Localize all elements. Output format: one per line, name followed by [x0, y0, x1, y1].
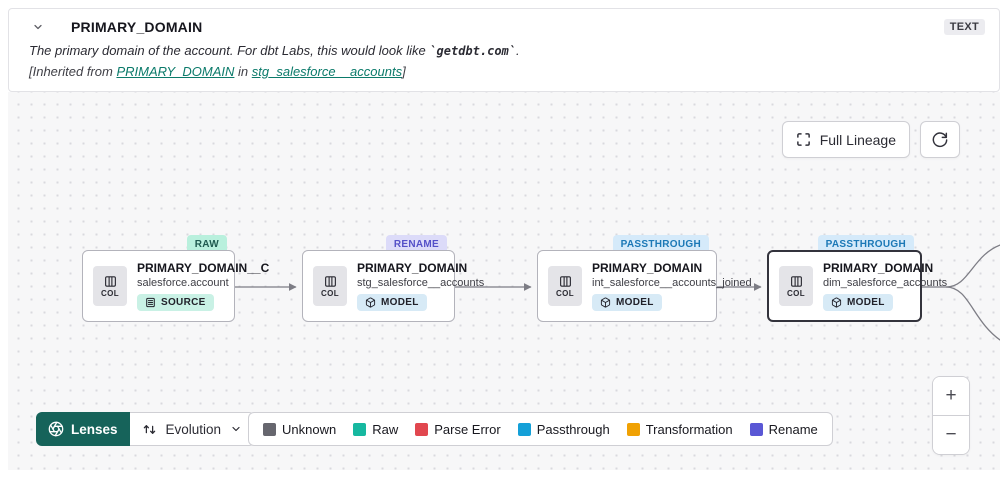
- description-suffix: .: [516, 43, 520, 58]
- column-title: PRIMARY_DOMAIN: [71, 19, 203, 35]
- legend-label: Unknown: [282, 421, 337, 437]
- legend-swatch: [749, 422, 763, 436]
- columns-icon: [104, 275, 117, 288]
- lineage-node: RENAME COL PRIMARY_DOMAIN stg_salesforce…: [302, 235, 485, 322]
- legend-item: Passthrough: [517, 421, 610, 437]
- lineage-canvas[interactable]: Full Lineage RAW COL: [8, 92, 1000, 470]
- fullscreen-icon: [796, 132, 811, 147]
- legend-label: Passthrough: [536, 421, 610, 437]
- lineage-node: PASSTHROUGH COL PRIMARY_DOMAIN dim_sales…: [767, 235, 948, 322]
- node-subtitle: stg_salesforce__accounts: [357, 277, 485, 289]
- node-card[interactable]: COL PRIMARY_DOMAIN stg_salesforce__accou…: [302, 250, 485, 322]
- legend-item: Rename: [749, 421, 818, 437]
- resource-label: SOURCE: [161, 297, 206, 308]
- lenses-label: Lenses: [71, 421, 118, 437]
- legend-label: Raw: [372, 421, 399, 437]
- legend-label: Transformation: [645, 421, 733, 437]
- node-resource-badge: MODEL: [592, 294, 662, 311]
- zoom-divider: [933, 415, 969, 416]
- model-cube-icon: [600, 297, 611, 308]
- chevron-down-icon: [230, 423, 242, 435]
- col-label: COL: [555, 288, 575, 298]
- legend-item: Raw: [353, 422, 398, 437]
- node-main: PRIMARY_DOMAIN stg_salesforce__accounts …: [357, 261, 485, 311]
- full-lineage-button[interactable]: Full Lineage: [781, 121, 910, 158]
- node-main: PRIMARY_DOMAIN__C salesforce.account SOU…: [137, 261, 270, 311]
- col-label: COL: [100, 288, 120, 298]
- zoom-out-button[interactable]: −: [933, 416, 969, 454]
- node-main: PRIMARY_DOMAIN dim_salesforce_accounts M…: [823, 261, 948, 311]
- edge-dim-fork-down: [945, 286, 1000, 341]
- aperture-icon: [48, 421, 64, 437]
- legend-swatch: [263, 422, 276, 436]
- zoom-control: + −: [932, 376, 970, 455]
- col-label: COL: [320, 288, 340, 298]
- column-header-row: PRIMARY_DOMAIN TEXT: [23, 18, 985, 36]
- node-card[interactable]: COL PRIMARY_DOMAIN int_salesforce__accou…: [537, 250, 752, 322]
- node-resource-badge: SOURCE: [137, 294, 214, 311]
- inherited-prefix: [Inherited from: [29, 64, 117, 79]
- lineage-node: PASSTHROUGH COL PRIMARY_DOMAIN int_sales…: [537, 235, 752, 322]
- swap-vertical-icon: [142, 422, 157, 437]
- column-type-box: COL: [548, 266, 582, 306]
- legend-item: Unknown: [263, 422, 336, 437]
- node-card[interactable]: COL PRIMARY_DOMAIN__C salesforce.account…: [82, 250, 270, 322]
- legend-swatch: [626, 422, 640, 436]
- refresh-button[interactable]: [920, 121, 960, 158]
- resource-label: MODEL: [616, 297, 654, 308]
- inherited-from-line: [Inherited from PRIMARY_DOMAIN in stg_sa…: [29, 64, 985, 79]
- model-cube-icon: [831, 297, 842, 308]
- legend-item: Transformation: [626, 421, 733, 437]
- col-label: COL: [786, 288, 806, 298]
- node-title: PRIMARY_DOMAIN: [592, 261, 703, 275]
- inherited-mid: in: [234, 64, 252, 79]
- evolution-legend: Unknown Raw Parse Error Passthrough Tran…: [248, 412, 833, 446]
- node-title: PRIMARY_DOMAIN: [357, 261, 468, 275]
- legend-label: Rename: [768, 421, 818, 437]
- column-details-panel: PRIMARY_DOMAIN TEXT The primary domain o…: [8, 8, 1000, 92]
- database-icon: [145, 297, 156, 308]
- description-code: `getdbt.com`: [429, 44, 517, 58]
- resource-label: MODEL: [847, 297, 885, 308]
- inherited-column-link[interactable]: PRIMARY_DOMAIN: [116, 64, 235, 79]
- zoom-in-button[interactable]: +: [933, 377, 969, 415]
- columns-icon: [324, 275, 337, 288]
- column-type-box: COL: [313, 266, 347, 306]
- node-card[interactable]: COL PRIMARY_DOMAIN dim_salesforce_accoun…: [767, 250, 948, 322]
- legend-swatch: [415, 422, 429, 436]
- inherited-model-link[interactable]: stg_salesforce__accounts: [251, 64, 403, 79]
- collapse-chevron-icon[interactable]: [29, 18, 47, 36]
- lens-dropdown[interactable]: Evolution: [129, 412, 256, 446]
- column-type-box: COL: [779, 266, 813, 306]
- description-text: The primary domain of the account. For d…: [29, 43, 430, 58]
- data-type-badge: TEXT: [943, 19, 985, 35]
- lens-control: Lenses Evolution: [36, 412, 256, 446]
- columns-icon: [790, 275, 803, 288]
- node-title: PRIMARY_DOMAIN__C: [137, 261, 270, 275]
- legend-item: Parse Error: [415, 421, 501, 437]
- node-main: PRIMARY_DOMAIN int_salesforce__accounts_…: [592, 261, 752, 311]
- column-description: The primary domain of the account. For d…: [29, 43, 985, 58]
- node-title: PRIMARY_DOMAIN: [823, 261, 934, 275]
- column-type-box: COL: [93, 266, 127, 306]
- model-cube-icon: [365, 297, 376, 308]
- node-subtitle: dim_salesforce_accounts: [823, 277, 948, 289]
- legend-swatch: [517, 422, 531, 436]
- columns-icon: [559, 275, 572, 288]
- node-subtitle: int_salesforce__accounts_joined: [592, 277, 752, 289]
- lenses-button[interactable]: Lenses: [36, 412, 130, 446]
- node-subtitle: salesforce.account: [137, 277, 229, 289]
- node-resource-badge: MODEL: [357, 294, 427, 311]
- refresh-icon: [932, 131, 948, 148]
- lineage-node: RAW COL PRIMARY_DOMAIN__C salesforce.acc…: [82, 235, 270, 322]
- legend-label: Parse Error: [434, 421, 501, 437]
- full-lineage-label: Full Lineage: [819, 131, 896, 148]
- legend-swatch: [353, 422, 367, 436]
- resource-label: MODEL: [381, 297, 419, 308]
- node-resource-badge: MODEL: [823, 294, 893, 311]
- inherited-suffix: ]: [402, 64, 406, 79]
- canvas-controls: Full Lineage: [781, 121, 960, 158]
- lens-selected-label: Evolution: [165, 421, 222, 437]
